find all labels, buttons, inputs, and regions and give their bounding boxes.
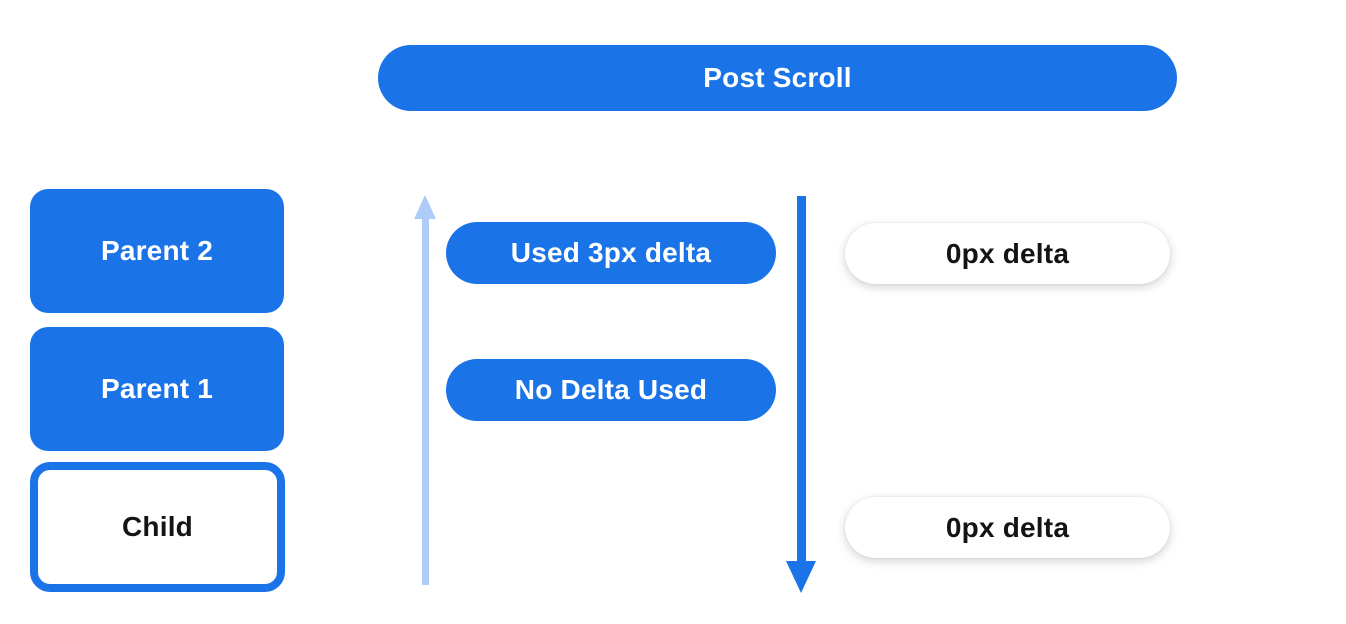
used-3px-delta-pill: Used 3px delta (446, 222, 776, 284)
zero-delta-top-pill: 0px delta (845, 223, 1170, 284)
upward-scroll-arrow-icon (414, 195, 436, 585)
post-scroll-header-pill: Post Scroll (378, 45, 1177, 111)
zero-delta-bottom-pill: 0px delta (845, 497, 1170, 558)
up-arrow-shaft (421, 219, 429, 585)
downward-scroll-arrow-icon (786, 196, 816, 593)
parent-1-box: Parent 1 (30, 327, 284, 451)
child-box: Child (30, 462, 285, 592)
down-arrow-shaft (796, 196, 806, 561)
no-delta-used-pill: No Delta Used (446, 359, 776, 421)
down-arrowhead-icon (786, 561, 816, 593)
up-arrowhead-icon (414, 195, 436, 219)
parent-2-box: Parent 2 (30, 189, 284, 313)
